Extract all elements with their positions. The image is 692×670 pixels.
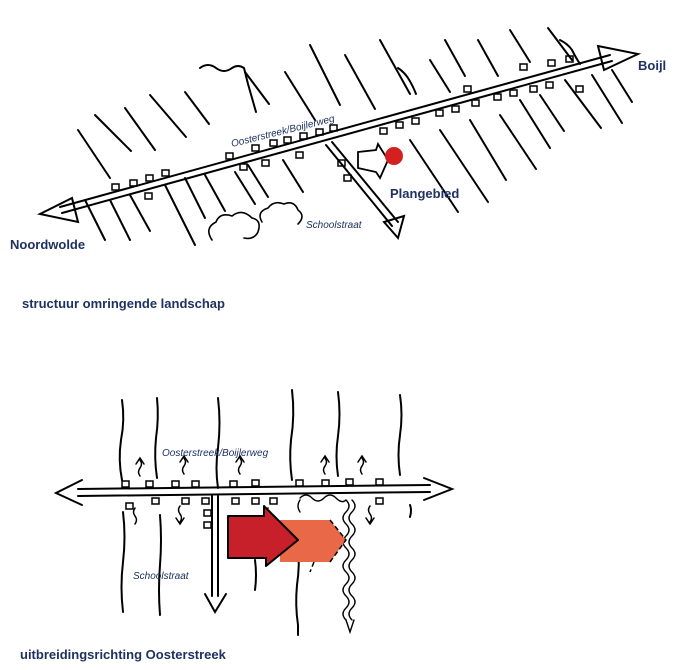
arrowhead-south (382, 214, 406, 241)
place-label-boijl: Boijl (638, 58, 666, 73)
site-label: Plangebied (390, 186, 459, 201)
landscape-sketch (36, 27, 642, 246)
road-label-bottom: Oosterstreek/Boijlerweg (162, 448, 269, 459)
tree-line (297, 494, 356, 635)
main-road-bottom (53, 477, 455, 506)
side-road (325, 141, 406, 241)
houses-bottom (121, 478, 384, 529)
expansion-arrow-secondary-outline (309, 519, 347, 573)
place-label-noordwolde: Noordwolde (10, 237, 85, 252)
side-road-label-bottom: Schoolstraat (133, 571, 190, 582)
houses-top (111, 55, 584, 200)
arrowhead-east (596, 44, 642, 72)
side-road-label-top: Schoolstraat (306, 220, 363, 231)
arrowhead-west-bottom (53, 479, 83, 506)
parcel-lines (118, 389, 412, 636)
arrowhead-south-bottom (204, 593, 227, 614)
caption-bottom: uitbreidingsrichting Oosterstreek (20, 647, 226, 662)
side-road-bottom (204, 495, 227, 614)
caption-top: structuur omringende landschap (22, 296, 225, 311)
field-boundaries (77, 27, 633, 246)
expansion-sketch (53, 389, 455, 636)
arrowhead-west (36, 196, 80, 224)
site-marker (385, 147, 403, 165)
expansion-arrow-main (227, 505, 299, 567)
expansion-arrow-secondary (280, 520, 346, 562)
arrowhead-east-bottom (423, 477, 455, 501)
site-arrow (357, 141, 390, 180)
tree-clumps (208, 201, 303, 241)
